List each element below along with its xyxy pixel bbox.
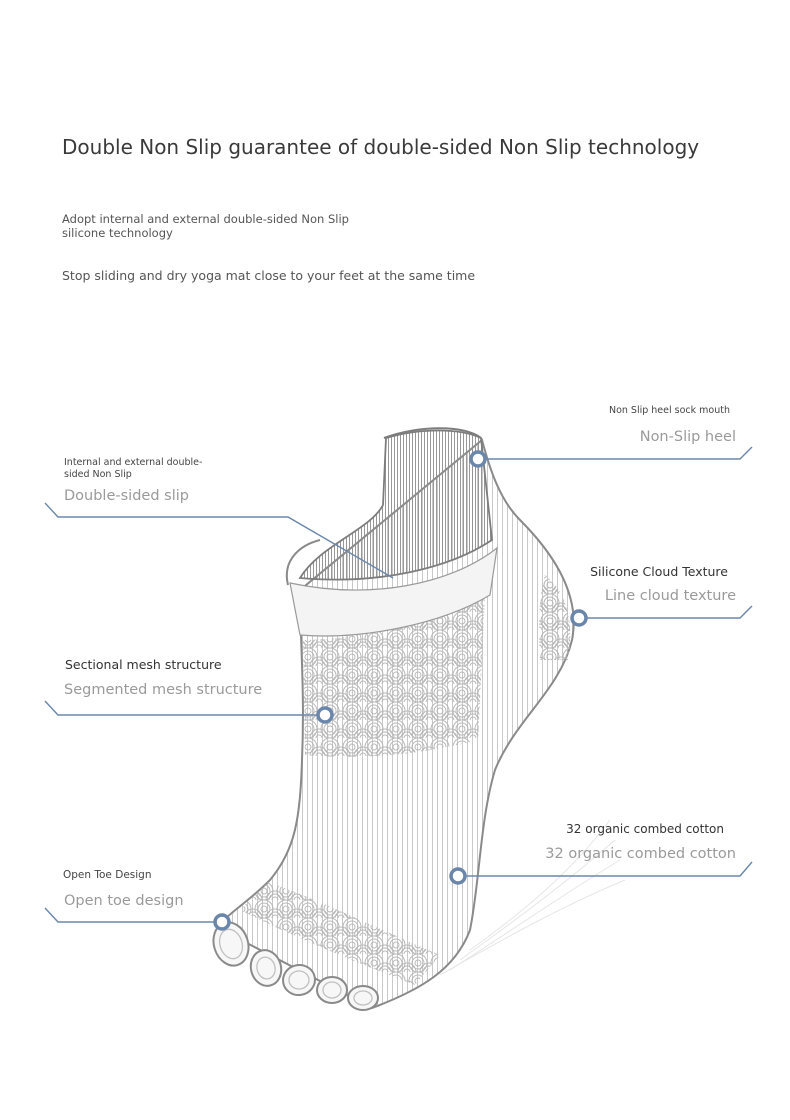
cotton-caption: 32 organic combed cotton	[545, 846, 736, 862]
marker-toe	[213, 913, 231, 931]
cloud-texture-zone	[538, 575, 571, 660]
mesh-label: Sectional mesh structure	[65, 657, 222, 672]
toe-mesh-zone	[240, 882, 440, 985]
cuff-edge	[285, 539, 321, 586]
callout-line-toe	[44, 907, 222, 923]
marker-mesh	[316, 706, 334, 724]
callout-line-double	[44, 502, 394, 579]
marker-cloud	[570, 609, 588, 627]
callout-line-mesh	[44, 700, 325, 716]
heel-caption: Non-Slip heel	[639, 429, 736, 445]
callout-line-cotton	[458, 861, 753, 877]
sock-shadow	[439, 819, 626, 976]
subtitle-technology: Adopt internal and external double-sided…	[62, 212, 349, 240]
cloud-caption: Line cloud texture	[604, 588, 736, 604]
cuff-band	[289, 546, 498, 637]
marker-heel	[469, 450, 487, 468]
cuff-inner	[298, 429, 493, 581]
callout-line-heel	[478, 446, 753, 460]
double-sided-label: Internal and external double-sided Non S…	[64, 457, 203, 480]
callout-line-cloud	[579, 605, 753, 619]
mesh-zone	[303, 598, 485, 757]
cotton-label: 32 organic combed cotton	[566, 822, 724, 836]
cuff-rim	[383, 427, 482, 439]
subtitle-benefit: Stop sliding and dry yoga mat close to y…	[62, 268, 476, 283]
toe-label: Open Toe Design	[63, 869, 152, 881]
cloud-label: Silicone Cloud Texture	[590, 564, 728, 579]
marker-cotton	[449, 867, 467, 885]
double-sided-caption: Double-sided slip	[64, 488, 189, 504]
page-title: Double Non Slip guarantee of double-side…	[62, 135, 700, 159]
mesh-caption: Segmented mesh structure	[64, 682, 263, 698]
toe-caption: Open toe design	[64, 893, 184, 909]
heel-label: Non Slip heel sock mouth	[608, 405, 730, 416]
